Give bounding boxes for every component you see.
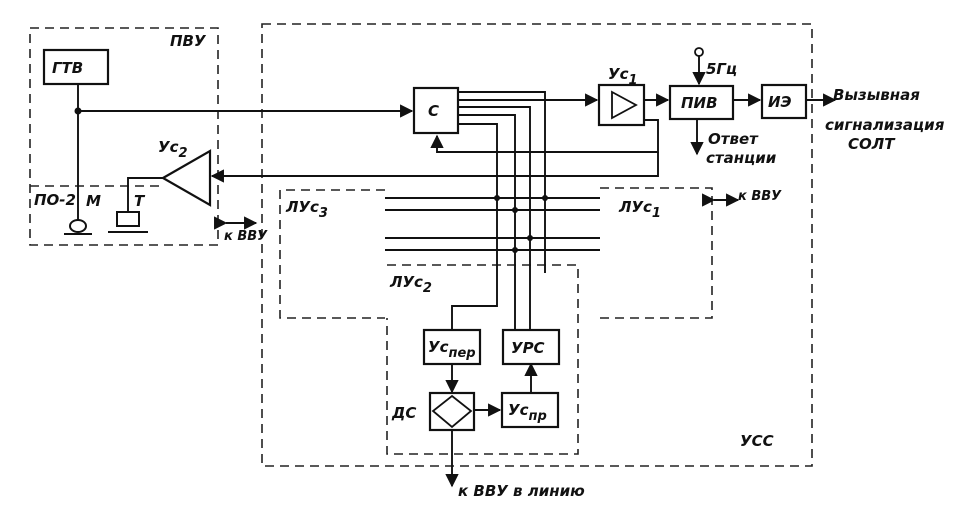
pvu-label: ПВУ [170,32,207,50]
c-label: С [428,102,439,120]
ie-block: ИЭ [760,83,808,120]
wiring [74,47,837,488]
output-label-2: сигнализация [825,116,945,134]
piv-label: ПИВ [681,94,718,112]
us-pr-label: Успр [508,401,547,424]
us-pr-block: Успр [500,391,560,429]
answer-label-1: Ответ [708,130,759,148]
to-vvu-line-label: к ВВУ в линию [458,482,585,500]
us2-amplifier: Ус2 [158,138,212,207]
freq-label: 5Гц [706,60,737,78]
t-label: Т [134,192,146,210]
gtv-block: ГТВ [42,48,110,86]
us1-label: Ус1 [608,65,638,88]
po2-label: ПО-2 [34,191,76,209]
lus3-region [279,189,385,319]
to-vvu-left-label: к ВВУ [224,229,268,244]
piv-block: ПИВ [668,84,735,121]
lus1-label: ЛУс1 [618,198,661,221]
microphone-icon [64,219,92,235]
ds-block: ДС [391,391,476,432]
telephone-icon [108,211,148,233]
us2-label: Ус2 [158,138,188,161]
urs-label: УРС [511,339,545,357]
us-per-block: Успер [422,328,482,366]
c-block: С [412,86,460,135]
us1-block: Ус1 [597,65,646,127]
pvu-region [29,27,219,246]
output-label-3: СОЛТ [848,135,896,153]
uss-label: УСС [740,432,774,450]
us-per-label: Успер [428,338,476,361]
answer-label-2: станции [706,149,777,167]
uss-region [261,23,813,467]
output-label-1: Вызывная [833,86,920,104]
to-vvu-right-label: к ВВУ [738,189,782,204]
urs-block: УРС [501,328,561,366]
ds-label: ДС [391,404,416,422]
m-label: М [86,192,101,210]
gtv-label: ГТВ [52,59,83,77]
ie-label: ИЭ [768,93,792,111]
lus3-label: ЛУс3 [285,198,328,221]
lus2-label: ЛУс2 [389,273,432,296]
